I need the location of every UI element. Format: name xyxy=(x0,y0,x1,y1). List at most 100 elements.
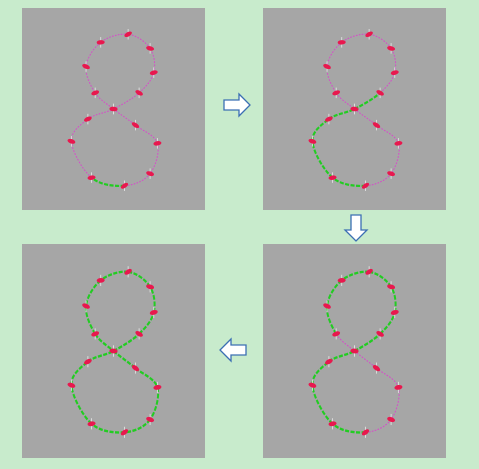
waypoint-marker xyxy=(149,306,158,319)
pending-path-segment xyxy=(369,33,392,49)
completed-path-segment xyxy=(70,385,93,425)
completed-path-segment xyxy=(85,279,102,307)
waypoint-marker xyxy=(323,61,331,72)
completed-path-segment xyxy=(354,332,381,353)
waypoint-marker xyxy=(328,172,337,183)
waypoint-marker xyxy=(124,266,132,278)
completed-path-segment xyxy=(84,305,97,335)
waypoint-marker xyxy=(394,381,403,393)
completed-path-segment xyxy=(127,270,151,288)
waypoint-marker xyxy=(325,113,333,125)
waypoint-marker xyxy=(87,418,96,430)
pending-path-segment xyxy=(365,419,392,433)
figure-eight-step-1 xyxy=(67,29,162,192)
completed-path-segment xyxy=(311,141,334,179)
pending-path-segment xyxy=(335,92,355,110)
waypoint-marker xyxy=(328,418,337,430)
completed-path-segment xyxy=(331,176,366,188)
arrow-down-icon xyxy=(340,212,372,244)
waypoint-marker xyxy=(387,413,396,426)
waypoint-marker xyxy=(337,274,346,286)
waypoint-marker xyxy=(131,119,140,131)
waypoint-marker xyxy=(91,87,100,99)
waypoint-marker xyxy=(308,136,317,147)
waypoint-marker xyxy=(394,138,403,149)
pending-path-segment xyxy=(390,387,400,420)
waypoint-marker xyxy=(135,328,143,340)
pending-path-segment xyxy=(135,124,158,144)
waypoint-marker xyxy=(120,180,129,192)
waypoint-marker xyxy=(387,168,396,179)
pending-path-segment xyxy=(85,41,101,67)
waypoint-marker xyxy=(96,274,105,286)
waypoint-marker xyxy=(82,300,90,312)
pending-path-segment xyxy=(138,72,155,94)
pending-path-segment xyxy=(365,173,392,187)
waypoint-marker xyxy=(96,37,105,48)
completed-path-segment xyxy=(325,305,338,335)
completed-path-segment xyxy=(124,418,151,434)
waypoint-marker xyxy=(390,306,399,319)
waypoint-marker xyxy=(120,426,129,438)
pending-path-segment xyxy=(100,33,129,43)
completed-path-segment xyxy=(134,367,159,388)
waypoint-marker xyxy=(153,138,162,149)
arrow-left-icon xyxy=(217,334,249,366)
pending-path-segment xyxy=(70,118,89,142)
waypoint-marker xyxy=(376,328,384,340)
waypoint-marker xyxy=(387,281,396,293)
waypoint-marker xyxy=(350,345,359,357)
waypoint-marker xyxy=(67,136,76,147)
waypoint-marker xyxy=(365,29,373,40)
completed-path-segment xyxy=(328,349,355,363)
waypoint-marker xyxy=(146,281,155,293)
waypoint-marker xyxy=(67,379,76,391)
pending-path-segment xyxy=(128,33,151,49)
completed-path-segment xyxy=(354,91,381,111)
waypoint-marker xyxy=(109,345,118,357)
completed-path-segment xyxy=(379,312,396,335)
waypoint-marker xyxy=(153,381,162,393)
completed-path-segment xyxy=(368,270,392,288)
waypoint-marker xyxy=(84,113,92,125)
waypoint-marker xyxy=(131,362,140,374)
waypoint-marker xyxy=(390,67,399,78)
pending-path-segment xyxy=(379,72,396,94)
waypoint-marker xyxy=(337,37,346,48)
waypoint-marker xyxy=(146,43,155,54)
waypoint-marker xyxy=(109,103,118,115)
waypoint-marker xyxy=(361,180,370,192)
pending-path-segment xyxy=(149,143,159,175)
completed-path-segment xyxy=(328,107,355,121)
completed-path-segment xyxy=(138,312,155,335)
waypoint-marker xyxy=(365,266,373,278)
waypoint-marker xyxy=(146,168,155,179)
waypoint-marker xyxy=(91,328,100,340)
pending-path-segment xyxy=(94,92,114,110)
figure-eight-step-4 xyxy=(67,266,162,438)
pending-path-segment xyxy=(376,367,399,388)
completed-path-segment xyxy=(311,118,330,142)
pending-path-segment xyxy=(335,333,355,352)
waypoint-marker xyxy=(82,61,90,72)
pending-path-segment xyxy=(124,173,151,187)
completed-path-segment xyxy=(341,270,370,282)
pending-path-segment xyxy=(326,66,337,94)
completed-path-segment xyxy=(70,360,89,386)
waypoint-marker xyxy=(149,67,158,78)
waypoint-marker xyxy=(387,43,396,54)
waypoint-marker xyxy=(87,172,96,183)
figure-eight-step-2 xyxy=(308,29,403,192)
pending-path-segment xyxy=(390,143,400,175)
waypoint-marker xyxy=(323,300,331,312)
completed-path-segment xyxy=(113,332,140,353)
arrow-right-icon xyxy=(221,89,253,121)
pending-path-segment xyxy=(70,141,92,179)
figure-eight-step-3 xyxy=(308,266,403,438)
pending-path-segment xyxy=(341,33,370,43)
panel-step-3 xyxy=(263,244,446,458)
completed-path-segment xyxy=(311,360,330,386)
completed-path-segment xyxy=(149,387,160,421)
waypoint-marker xyxy=(308,379,317,391)
pending-path-segment xyxy=(376,124,399,144)
